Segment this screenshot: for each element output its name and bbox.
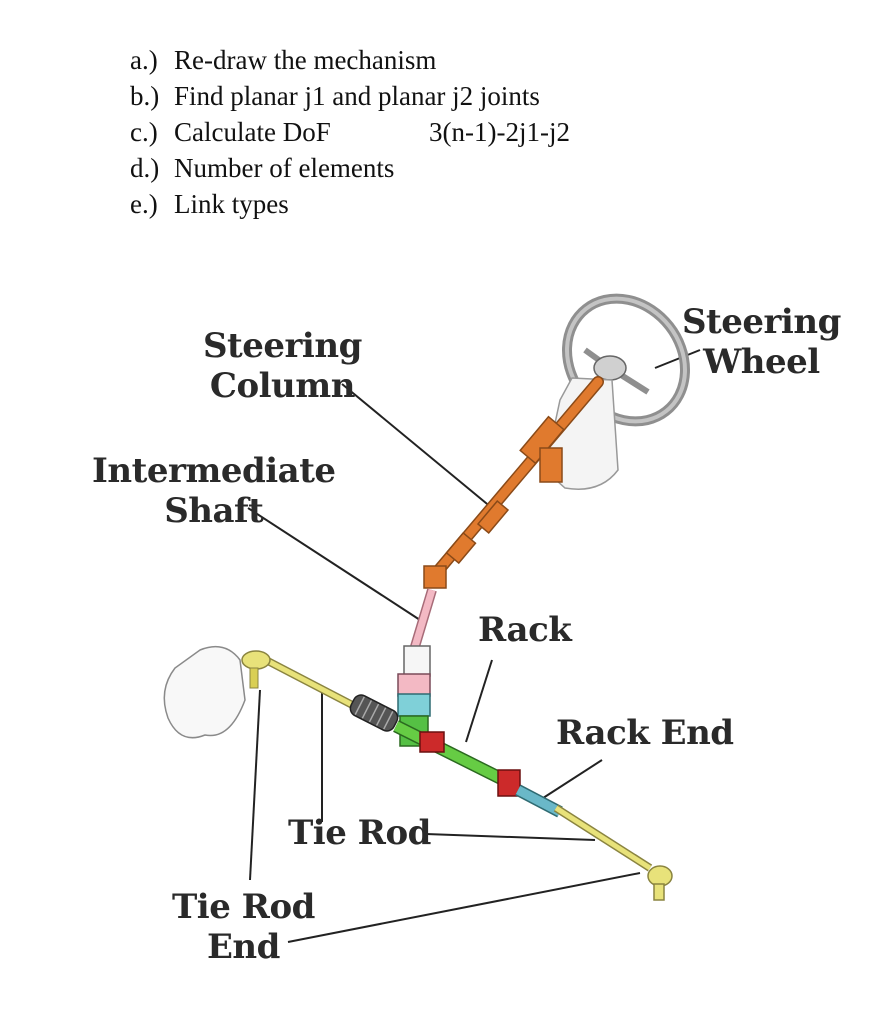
rack-end-label: Rack End [556,713,734,753]
question-letter: a.) [130,45,158,75]
intermediate-shaft-label-line2: Shaft [164,491,264,531]
steering-column [423,376,604,589]
tie-rod-left [260,654,364,714]
tie-rod-end-label-line2: End [206,927,280,967]
question-list: a.) Re-draw the mechanism b.) Find plana… [130,42,570,222]
rack-label: Rack [478,610,572,650]
tie-rod-end-leader-left [249,689,261,881]
question-text: Calculate DoF [174,117,331,147]
intermediate-shaft-label-line1: Intermediate [92,451,336,491]
steering-wheel-label-line1: Steering [682,302,841,342]
rack-end-label-text: Rack End [556,713,734,753]
steering-column-label: Steering Column [203,326,362,406]
steering-column-leader [341,383,493,509]
leader-lines [247,349,701,943]
steering-wheel-label-line2: Wheel [703,342,820,382]
rack-clamps [419,731,521,797]
tie-rod-end-leader-right [287,872,641,943]
question-e: e.) Link types [130,186,540,222]
question-text: Re-draw the mechanism [174,45,437,75]
intermediate-shaft-label: Intermediate Shaft [92,451,336,531]
tie-rod-end-label: Tie Rod End [172,887,315,967]
steering-wheel-leader [654,349,701,369]
steering-column-label-line1: Steering [203,326,362,366]
steering-column-label-line2: Column [209,366,356,406]
rack-boot [349,694,399,732]
question-letter: d.) [130,153,160,183]
tie-rod-label-text: Tie Rod [288,813,431,853]
tie-rod-end-right [647,865,673,901]
tie-rod-end-left [163,645,271,739]
rack-leader [465,659,493,743]
question-a: a.) Re-draw the mechanism [130,42,540,78]
rack-end [515,784,563,818]
tie-rod-leader-right [425,833,596,841]
question-c: c.) Calculate DoF [130,114,540,150]
dof-formula: 3(n-1)-2j1-j2 [429,117,570,147]
steering-wheel-label: Steering Wheel [682,302,841,382]
question-letter: b.) [130,81,160,111]
question-letter: c.) [130,117,158,147]
question-text: Number of elements [174,153,395,183]
tie-rod-end-label-line1: Tie Rod [172,887,315,927]
tie-rod-right [553,804,653,872]
question-text: Find planar j1 and planar j2 joints [174,81,540,111]
question-letter: e.) [130,189,158,219]
rack-end-leader [539,759,603,801]
question-text: Link types [174,189,289,219]
question-d: d.) Number of elements [130,150,540,186]
rack-label-text: Rack [478,610,572,650]
tie-rod-label: Tie Rod [288,813,431,853]
rack [393,720,519,792]
question-b: b.) Find planar j1 and planar j2 joints [130,78,540,114]
intermediate-shaft-leader [247,507,421,621]
intermediate-shaft [397,588,437,697]
